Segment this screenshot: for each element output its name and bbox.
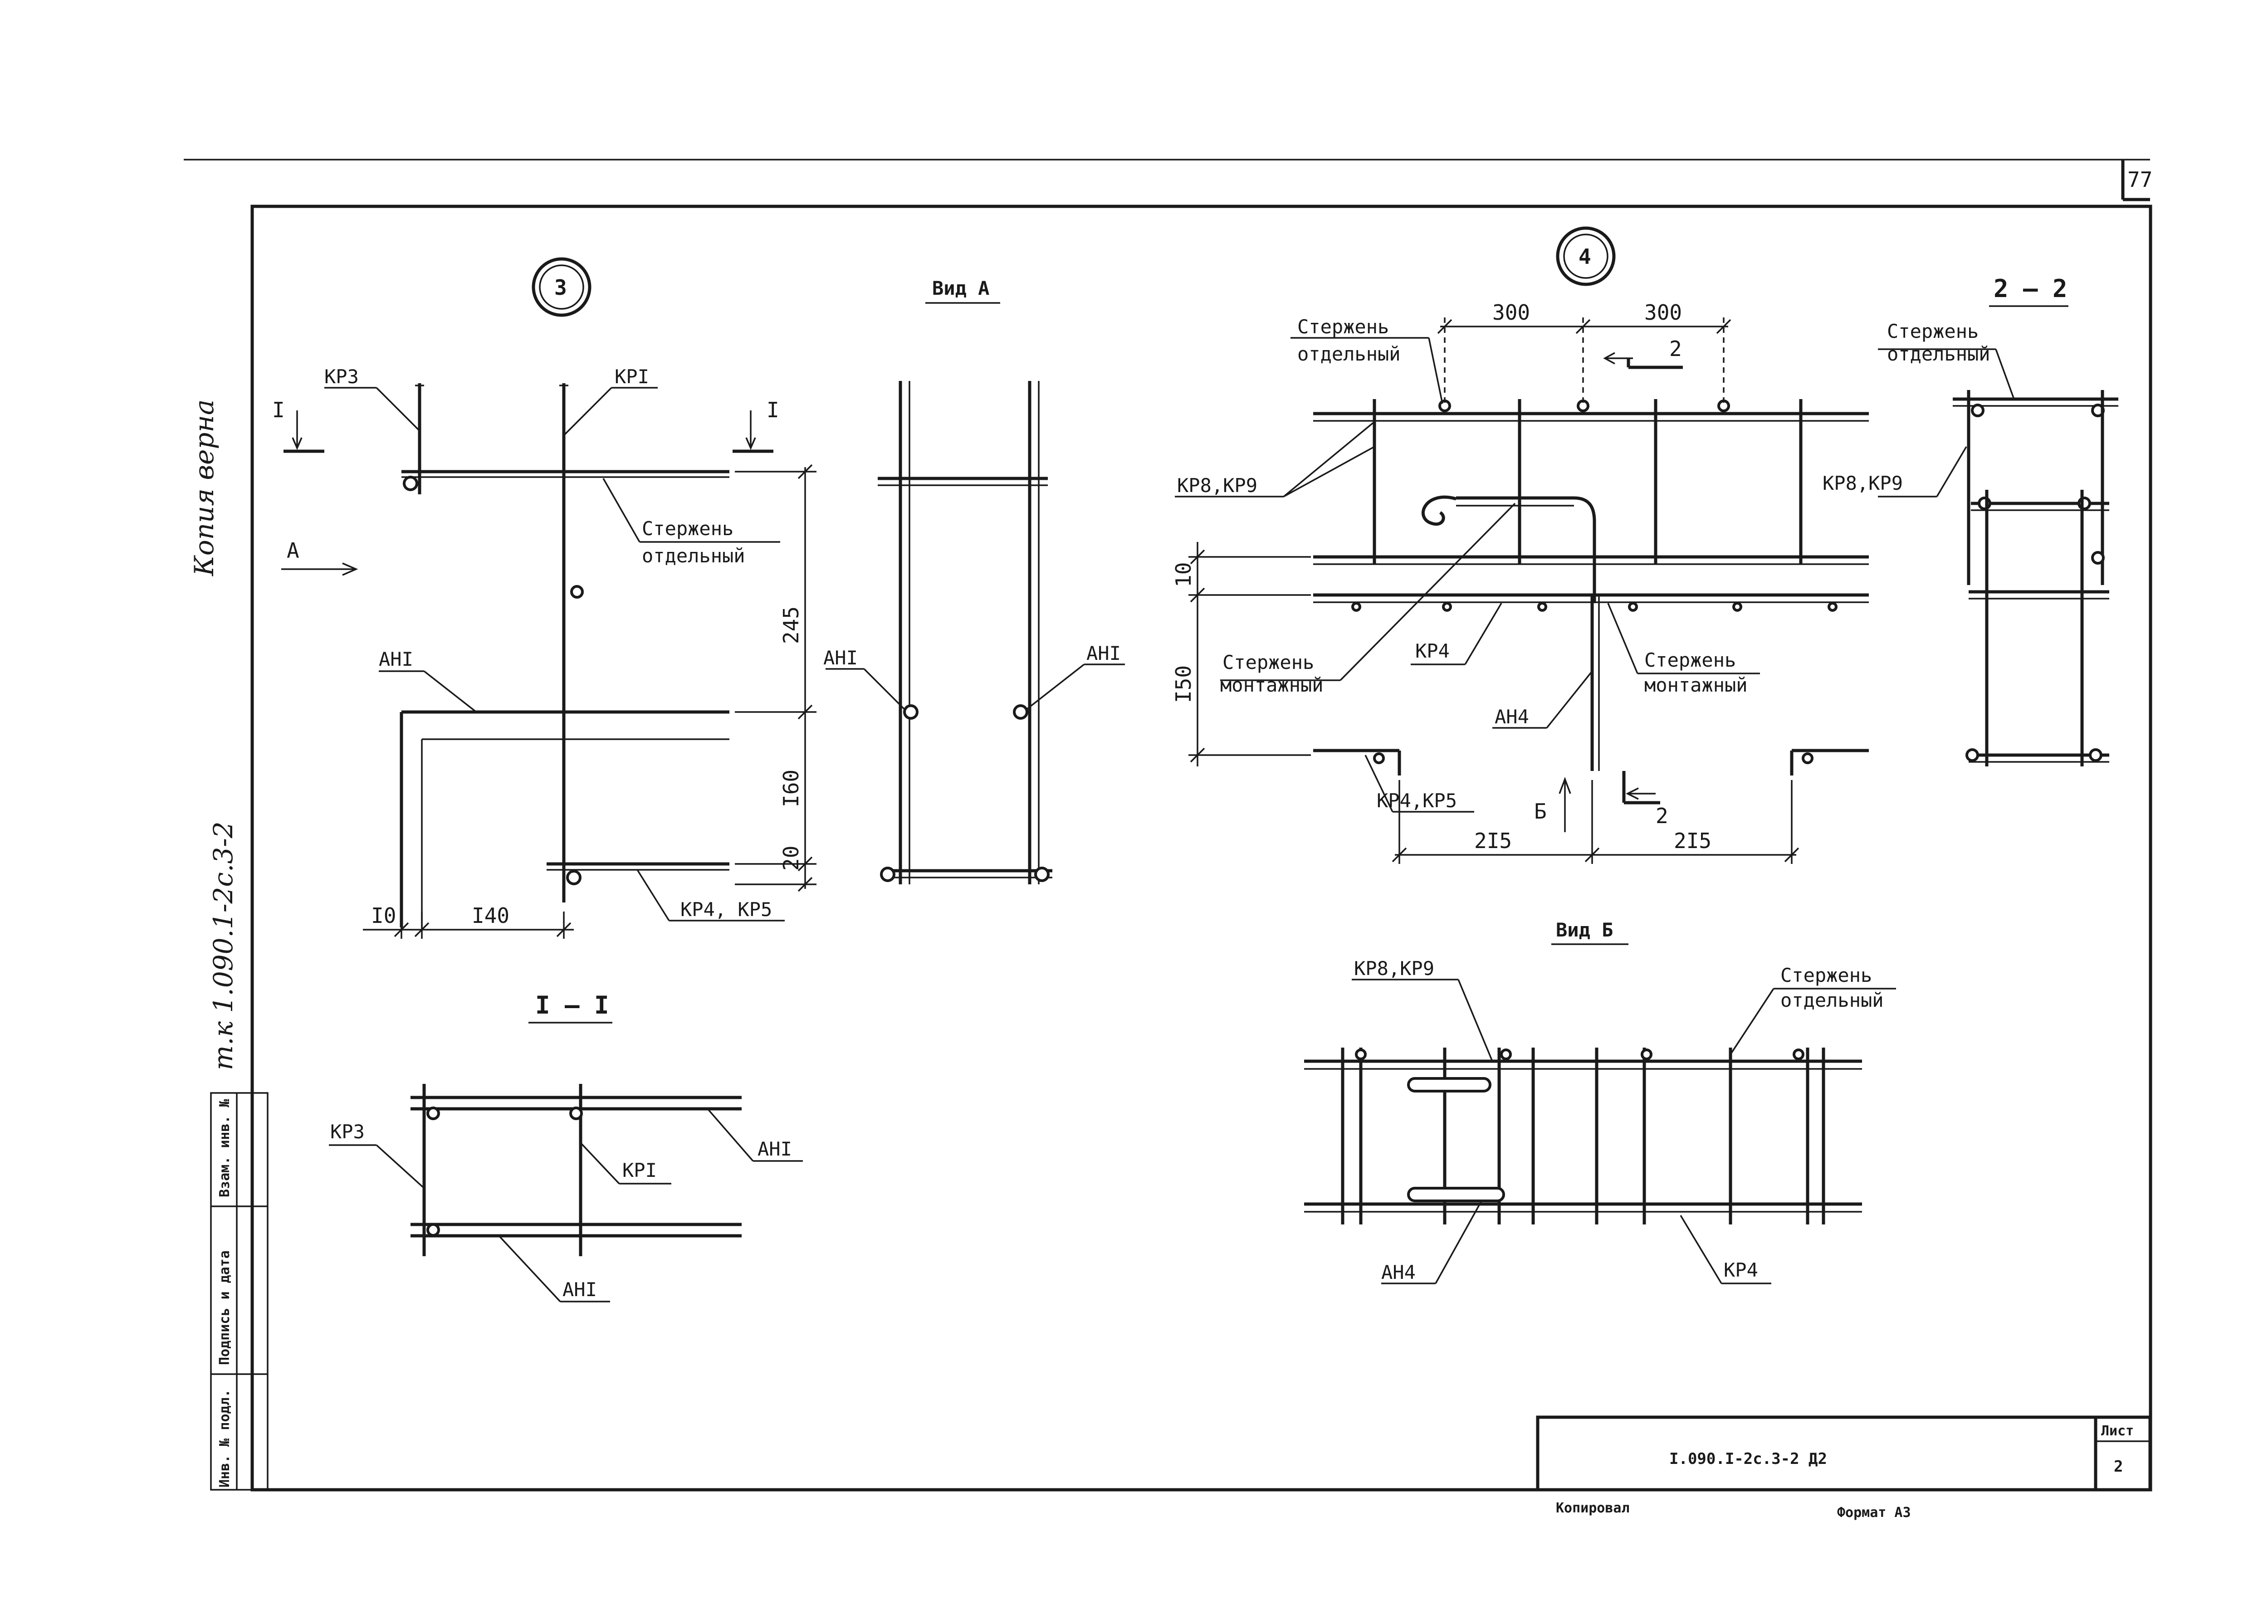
- node4-kp8-kp9: КР8,КР9: [1177, 474, 1257, 497]
- node4-mount2-rod: Стержень: [1644, 649, 1736, 671]
- dim-10-node4: 10: [1171, 562, 1196, 587]
- dim-215-left: 2I5: [1474, 829, 1512, 853]
- label-rod-sub: отдельный: [642, 545, 745, 567]
- label-rod: Стержень: [642, 517, 733, 540]
- label-kp3: КР3: [324, 366, 359, 388]
- stamp-column: Инв. № подл. Подпись и дата Взам. инв. №: [210, 1092, 269, 1491]
- view-a: Вид А АНI АНI: [823, 277, 1125, 884]
- node4-ah4: АН4: [1495, 706, 1529, 728]
- stamp-col-2: Подпись и дата: [217, 1250, 233, 1365]
- node-3-number: 3: [554, 275, 567, 300]
- view-b-kp4: КР4: [1724, 1259, 1758, 1281]
- doc-code: I.090.I-2с.3-2 Д2: [1669, 1450, 1827, 1468]
- dim-140: I40: [472, 903, 509, 928]
- copied-label: Копировал: [1556, 1500, 1630, 1516]
- cut-i-right: I: [767, 398, 779, 422]
- title-block: I.090.I-2с.3-2 Д2 Лист 2 Копировал Форма…: [1536, 1415, 2152, 1521]
- node4-mount-rod: Стержень: [1222, 651, 1314, 673]
- view-a-ah1-left: АНI: [823, 647, 858, 669]
- dim-150: I50: [1171, 665, 1196, 703]
- section-1-1-ah1-bottom: АНI: [562, 1278, 597, 1301]
- node-3: 3 I I А КР3: [272, 257, 816, 939]
- sheet-number: 2: [2114, 1458, 2123, 1476]
- cut-2-bottom: 2: [1656, 804, 1668, 828]
- dim-300-right: 300: [1644, 300, 1682, 325]
- page-number: 77: [2127, 167, 2152, 192]
- side-notes: Копия верна т.к 1.090.1-2с.3-2: [189, 400, 239, 1070]
- node4-mount2-rod-sub: монтажный: [1644, 674, 1748, 696]
- dim-160: I60: [779, 770, 803, 807]
- label-kp1: КРI: [615, 366, 649, 388]
- section-2-2: 2 – 2 КР8,КР9 Стержень отдельный: [1823, 274, 2118, 766]
- dim-300-left: 300: [1492, 300, 1530, 325]
- dim-245: 245: [779, 606, 803, 644]
- section-1-1-kp3: КР3: [330, 1121, 365, 1143]
- stamp-col-3: Взам. инв. №: [217, 1098, 233, 1197]
- node4-kp4-kp5: КР4,КР5: [1377, 790, 1457, 812]
- copy-note: Копия верна: [189, 400, 220, 576]
- node-4-number: 4: [1579, 244, 1591, 269]
- section-1-1-kp1: КРI: [622, 1159, 657, 1181]
- view-b-ah4: АН4: [1381, 1261, 1416, 1283]
- format-label: Формат А3: [1837, 1505, 1911, 1521]
- section-2-2-rod: Стержень: [1887, 320, 1979, 342]
- dim-215-right: 2I5: [1674, 829, 1711, 853]
- dim-10: I0: [371, 903, 396, 928]
- view-a-ah1-right: АНI: [1086, 642, 1121, 664]
- sheet-frame: 77: [184, 159, 2152, 1492]
- node4-kp4: КР4: [1415, 640, 1450, 662]
- cut-i-left: I: [272, 398, 285, 422]
- view-b-rod: Стержень: [1780, 964, 1872, 986]
- cut-2-top: 2: [1669, 337, 1682, 361]
- label-kp4-kp5: КР4, КР5: [680, 898, 772, 921]
- section-1-1: I – I КР3 КРI АНI АНI: [329, 991, 803, 1302]
- section-2-2-title: 2 – 2: [1994, 274, 2068, 303]
- view-b-marker: Б: [1534, 799, 1547, 824]
- stamp-col-1: Инв. № подл.: [217, 1389, 233, 1487]
- dim-20: 20: [779, 846, 803, 871]
- series-code: т.к 1.090.1-2с.3-2: [208, 821, 239, 1070]
- node4-rod-sub: отдельный: [1297, 343, 1401, 365]
- view-a-marker: А: [287, 538, 299, 563]
- view-b: Вид Б КР8,КР9 Стержень отдельный АН4: [1304, 919, 1896, 1284]
- section-2-2-rod-sub: отдельный: [1887, 343, 1990, 365]
- section-2-2-kp8-kp9: КР8,КР9: [1823, 472, 1903, 494]
- view-b-title: Вид Б: [1556, 919, 1613, 941]
- node-4: 4: [1171, 226, 1869, 864]
- sheet-label: Лист: [2101, 1423, 2134, 1439]
- view-a-title: Вид А: [932, 277, 989, 299]
- label-ah1: АНI: [379, 648, 413, 670]
- view-b-rod-sub: отдельный: [1780, 989, 1884, 1011]
- node4-rod: Стержень: [1297, 316, 1389, 338]
- section-1-1-title: I – I: [535, 991, 609, 1019]
- view-b-kp8-kp9: КР8,КР9: [1354, 957, 1434, 980]
- section-1-1-ah1-top: АНI: [758, 1138, 792, 1160]
- node4-mount-rod-sub: монтажный: [1220, 674, 1324, 696]
